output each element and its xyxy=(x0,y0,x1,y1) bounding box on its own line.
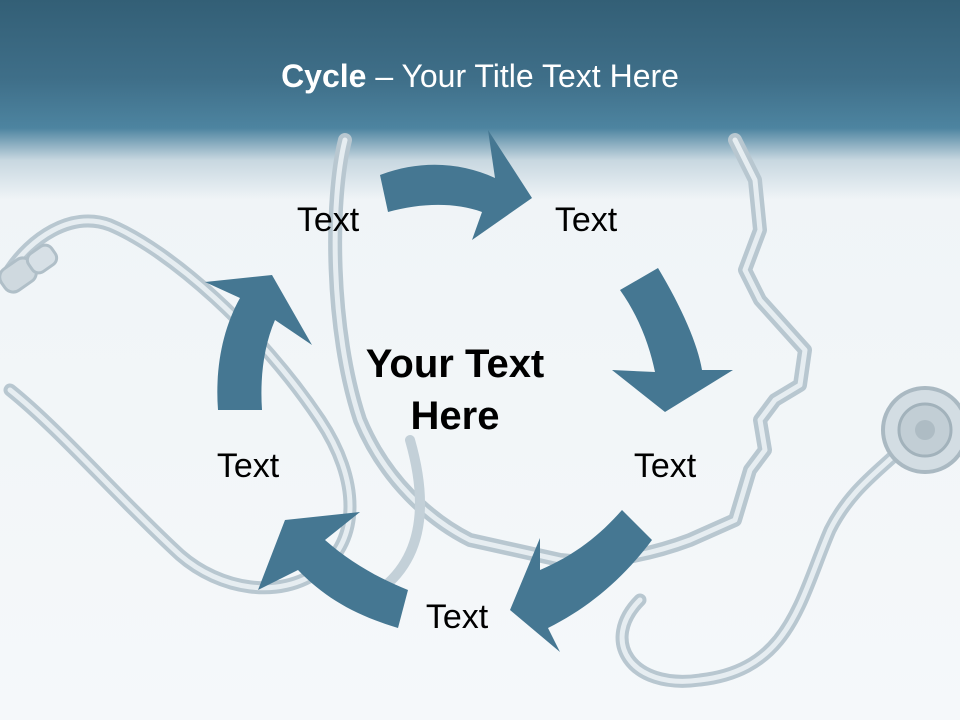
earpiece-icon xyxy=(0,243,59,294)
center-text: Your Text Here xyxy=(365,342,545,438)
title-bold: Cycle xyxy=(281,58,367,94)
cycle-label-1: Text xyxy=(296,201,360,239)
arrow-right xyxy=(612,268,733,412)
title-rest: – Your Title Text Here xyxy=(366,58,679,94)
title-banner xyxy=(0,0,960,200)
chest-piece-icon xyxy=(881,386,960,474)
cycle-label-4: Text xyxy=(425,598,489,636)
arrow-bottom-right xyxy=(510,510,652,652)
cycle-label-2: Text xyxy=(554,201,618,239)
cycle-label-5: Text xyxy=(216,447,280,485)
slide-title: Cycle – Your Title Text Here xyxy=(0,52,960,100)
arrow-bottom-left xyxy=(258,512,408,628)
arrow-top xyxy=(380,130,532,240)
arrow-left xyxy=(205,275,312,410)
cycle-label-3: Text xyxy=(633,447,697,485)
